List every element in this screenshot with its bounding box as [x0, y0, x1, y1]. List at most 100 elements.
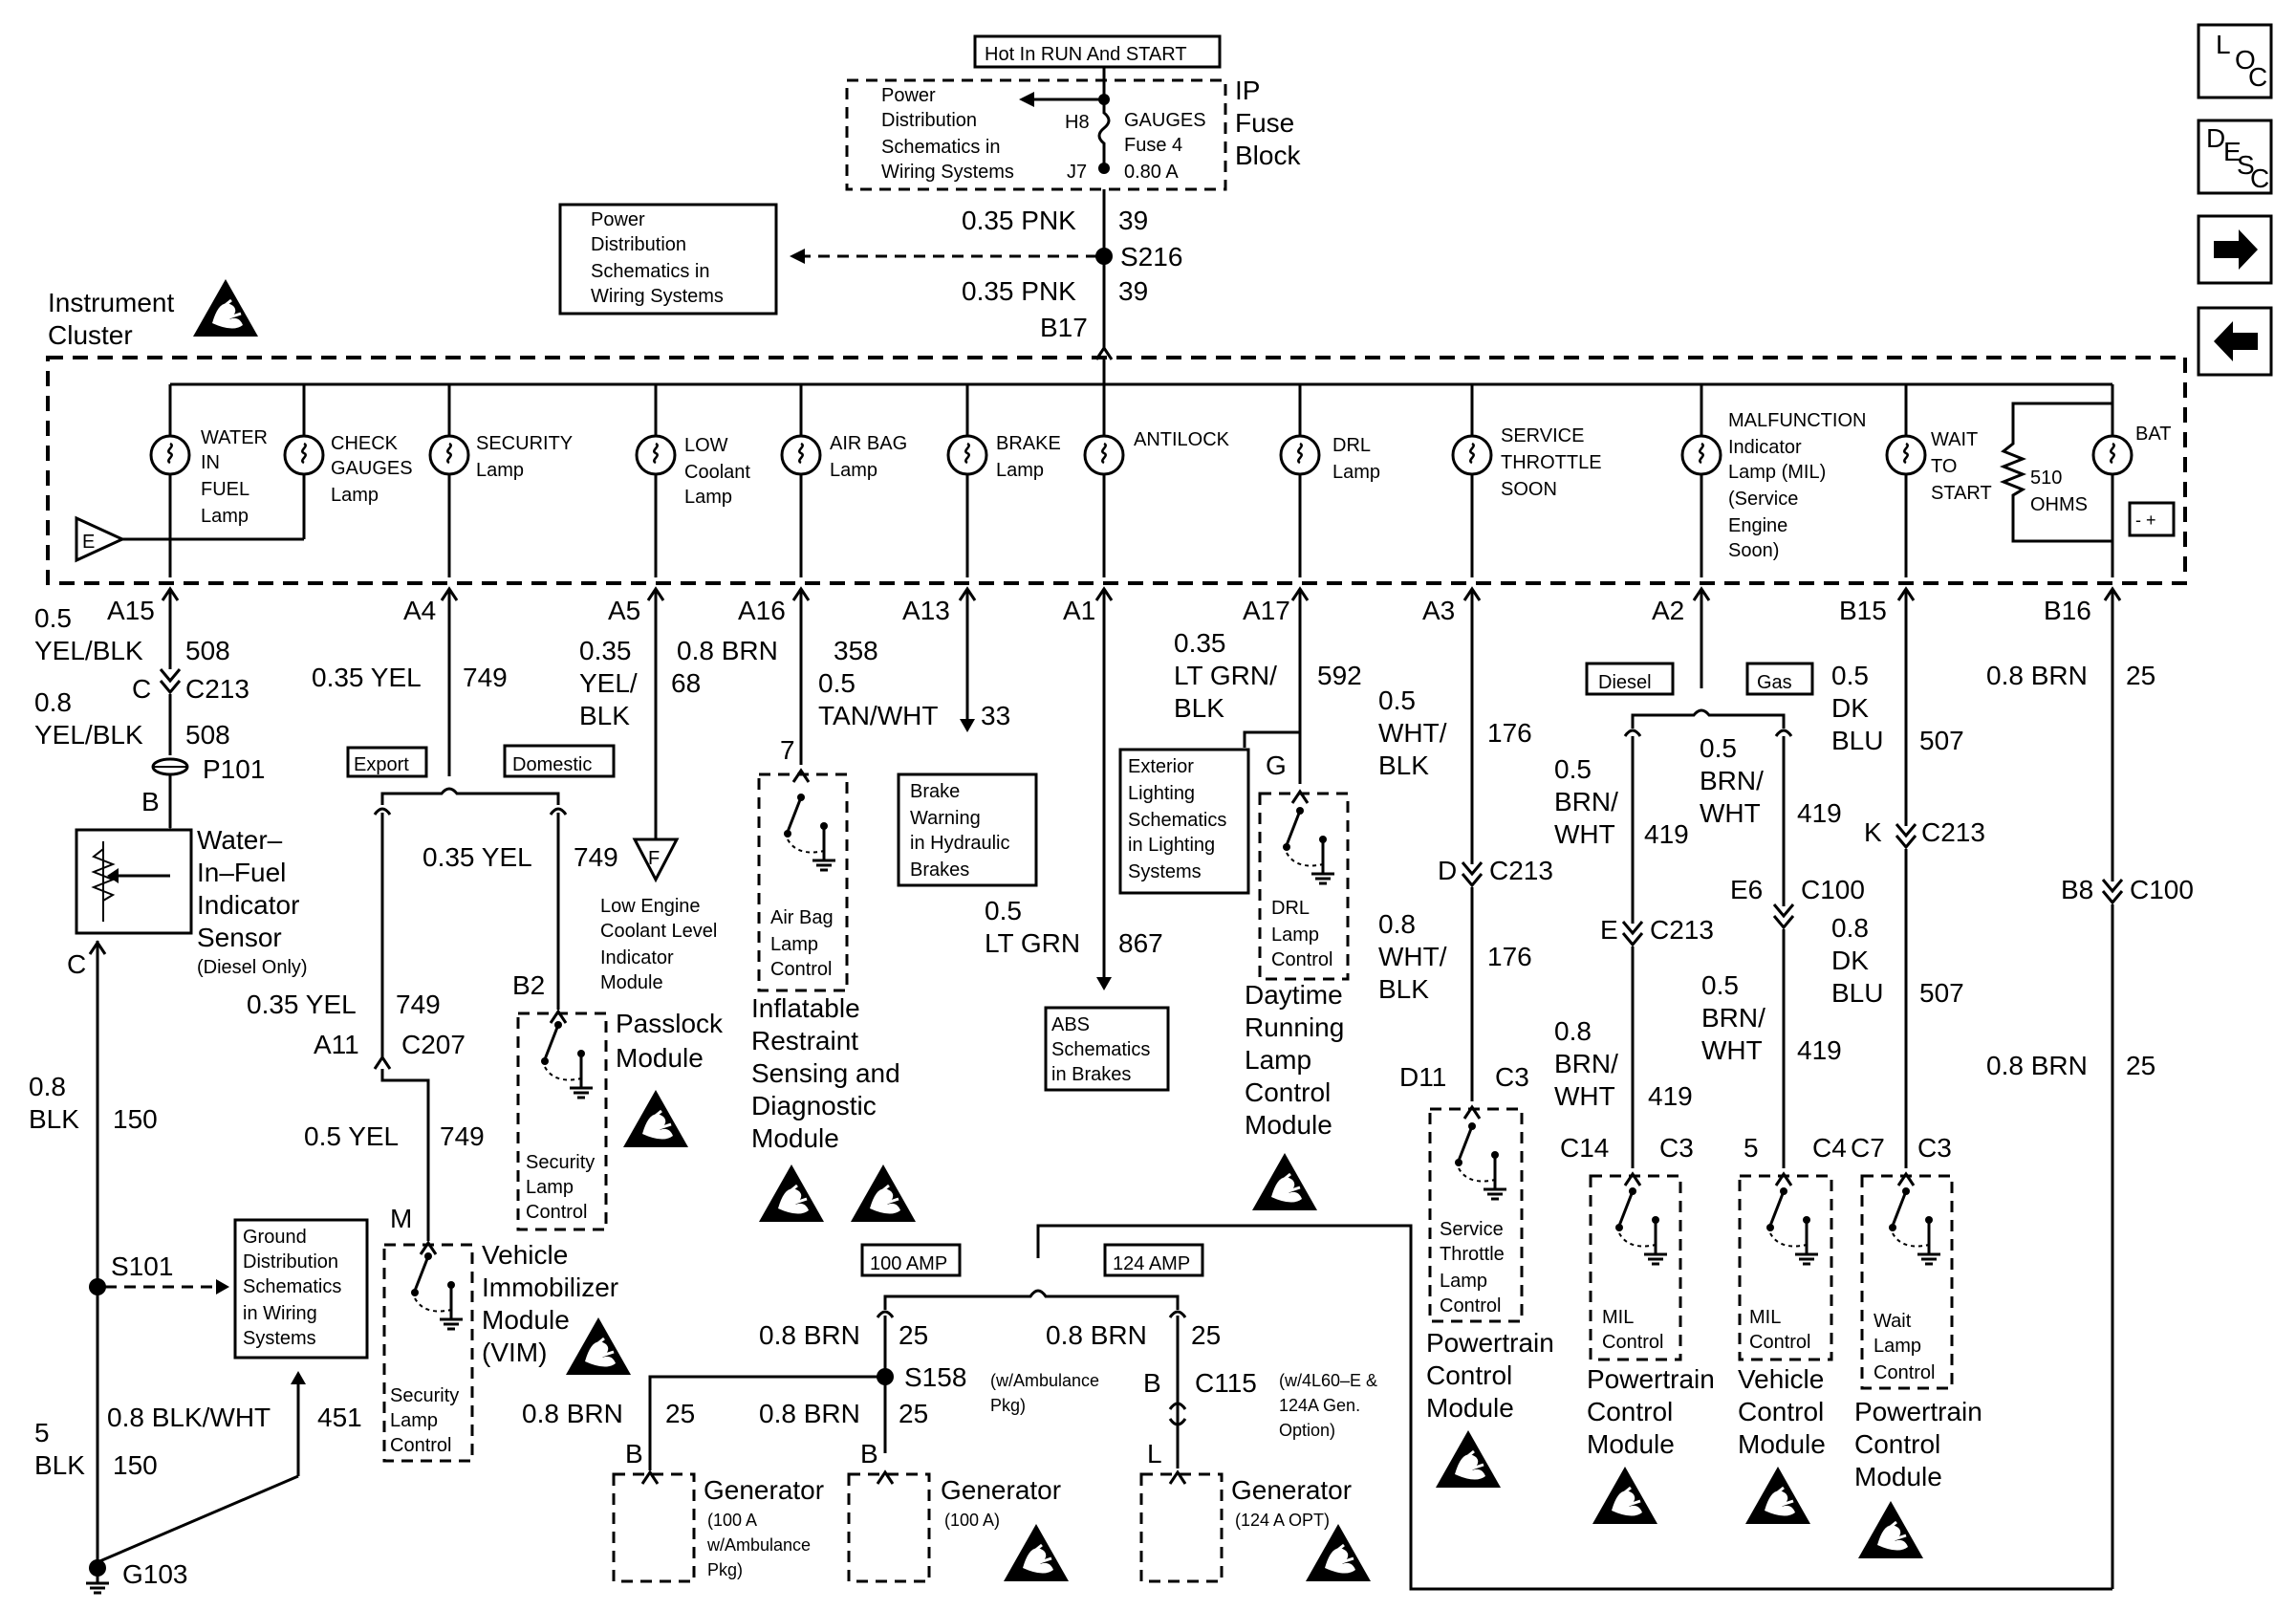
wire-0-8-yel-blk: 0.8 YEL/BLK: [34, 687, 143, 750]
circuit-176-a: 176: [1487, 718, 1532, 748]
svg-text:in Hydraulic: in Hydraulic: [910, 833, 1009, 854]
esd-warning-icon: [1304, 1522, 1373, 1583]
svg-text:Module: Module: [1426, 1393, 1514, 1423]
lamp-service-throttle-soon: SERVICE THROTTLE SOON: [1451, 384, 1602, 577]
svg-text:0.5: 0.5: [1378, 685, 1416, 715]
svg-text:Schematics: Schematics: [1051, 1039, 1150, 1060]
svg-text:Generator: Generator: [1231, 1475, 1352, 1505]
svg-text:Module: Module: [600, 972, 663, 993]
loc-letter-l: L: [2216, 30, 2231, 59]
svg-text:Lamp: Lamp: [770, 934, 818, 955]
drl-module-label: Daytime Running Lamp Control Module: [1245, 980, 1344, 1140]
pin-5: 5: [1744, 1133, 1759, 1163]
hot-in-run-label: Hot In RUN And START: [973, 34, 1222, 69]
lamp-drl: DRL Lamp: [1279, 384, 1380, 577]
circuit-507-b: 507: [1919, 978, 1964, 1008]
generator-2: [847, 1472, 931, 1583]
circuit-749-a: 749: [463, 663, 508, 692]
svg-text:GAUGES: GAUGES: [1124, 110, 1206, 131]
circuit-508-a: 508: [185, 636, 230, 665]
pin-c14: C14: [1560, 1133, 1609, 1163]
connector-c213: [1895, 822, 1917, 849]
svg-text:w/Ambulance: w/Ambulance: [706, 1535, 811, 1555]
connector-c213-mil: C213: [1650, 915, 1714, 945]
circuit-25-bat-b: 25: [2126, 1051, 2155, 1080]
circuit-358: 358: [834, 636, 878, 665]
lamp-security: SECURITY Lamp: [428, 384, 573, 577]
svg-text:Vehicle: Vehicle: [1738, 1364, 1824, 1394]
loc-button[interactable]: L O C: [2197, 23, 2273, 99]
svg-text:Exterior: Exterior: [1128, 756, 1194, 777]
connector-c3-throttle: C3: [1495, 1062, 1529, 1092]
svg-text:Fuse 4: Fuse 4: [1124, 135, 1182, 156]
wire-0-8-brn-wht-diesel: 0.8 BRN/ WHT: [1554, 1016, 1618, 1111]
circuit-25-gen-r: 25: [1191, 1320, 1221, 1350]
svg-text:Cluster: Cluster: [48, 320, 133, 350]
generator-1-label: Generator (100 A w/Ambulance Pkg): [704, 1475, 824, 1579]
circuit-150-a: 150: [113, 1104, 158, 1134]
svg-text:BLK: BLK: [579, 701, 630, 730]
svg-text:THROTTLE: THROTTLE: [1501, 452, 1602, 473]
svg-text:in Brakes: in Brakes: [1051, 1064, 1131, 1085]
svg-text:Control: Control: [390, 1435, 451, 1456]
svg-text:(124 A OPT): (124 A OPT): [1235, 1511, 1330, 1530]
svg-text:Distribution: Distribution: [881, 110, 977, 131]
connector-c213: [1621, 920, 1644, 946]
ground-dist-ref: Ground Distribution Schematics in Wiring…: [233, 1218, 369, 1360]
svg-text:WHT: WHT: [1554, 819, 1615, 849]
wire-0-35-yel-export: 0.35 YEL: [247, 990, 357, 1019]
svg-text:WHT: WHT: [1554, 1081, 1615, 1111]
svg-text:Lamp: Lamp: [331, 485, 379, 506]
wire-0-5-brn-wht-gas-b: 0.5 BRN/ WHT: [1701, 970, 1765, 1065]
svg-text:(Diesel Only): (Diesel Only): [197, 957, 308, 978]
svg-text:WAIT: WAIT: [1931, 429, 1978, 450]
svg-text:Module: Module: [1738, 1429, 1826, 1459]
svg-text:Control: Control: [1587, 1397, 1673, 1426]
pin-b-sensor: B: [141, 787, 160, 816]
generator-1: [612, 1472, 696, 1583]
svg-text:WHT/: WHT/: [1378, 718, 1447, 748]
svg-text:YEL/BLK: YEL/BLK: [34, 636, 143, 665]
svg-text:Lamp: Lamp: [684, 487, 732, 508]
svg-text:Schematics: Schematics: [243, 1276, 341, 1297]
circuit-419-diesel-b: 419: [1648, 1081, 1693, 1111]
svg-text:Schematics: Schematics: [1128, 810, 1226, 831]
wire-0-5-tan-wht: 0.5 TAN/WHT: [818, 668, 938, 730]
esd-warning-icon: [191, 277, 260, 338]
exterior-lighting-ref: Exterior Lighting Schematics in Lighting…: [1118, 748, 1250, 895]
svg-text:START: START: [1931, 483, 1992, 504]
vim-module-label: Vehicle Immobilizer Module (VIM): [482, 1240, 618, 1367]
desc-button[interactable]: D E S C: [2197, 119, 2273, 195]
s158-note: (w/Ambulance Pkg): [990, 1371, 1099, 1415]
next-button[interactable]: [2197, 214, 2273, 285]
svg-text:DRL: DRL: [1271, 898, 1310, 919]
pin-b-c115: B: [1143, 1368, 1161, 1398]
wire-0-5-yel: 0.5 YEL: [304, 1121, 399, 1151]
circuit-68: 68: [671, 668, 701, 698]
connector-c4: C4: [1812, 1133, 1847, 1163]
svg-text:FUEL: FUEL: [201, 479, 249, 500]
air-bag-lamp-control: Air Bag Lamp Control: [757, 772, 849, 992]
svg-text:Lamp: Lamp: [1245, 1045, 1311, 1075]
svg-text:IP: IP: [1235, 76, 1260, 105]
svg-text:AIR BAG: AIR BAG: [830, 433, 907, 454]
wire-5-blk: 5 BLK: [34, 1418, 85, 1480]
pin-a4: A4: [403, 596, 436, 625]
svg-text:YEL/: YEL/: [579, 668, 638, 698]
pin-b17: B17: [1040, 313, 1088, 342]
svg-text:Coolant Level: Coolant Level: [600, 921, 717, 942]
connector-c213-label: C213: [185, 674, 249, 704]
circuit-419-gas-b: 419: [1797, 1035, 1842, 1065]
svg-text:Coolant: Coolant: [684, 462, 750, 483]
svg-text:DK: DK: [1831, 946, 1869, 975]
connector-c213-throttle: C213: [1489, 856, 1553, 885]
connector-c100: [2101, 878, 2124, 904]
prev-button[interactable]: [2197, 306, 2273, 377]
instrument-cluster-box: [46, 356, 2187, 585]
svg-text:GAUGES: GAUGES: [331, 458, 413, 479]
svg-text:LOW: LOW: [684, 435, 728, 456]
pin-b16: B16: [2044, 596, 2091, 625]
svg-text:Lamp (MIL): Lamp (MIL): [1728, 462, 1826, 483]
svg-text:F: F: [648, 848, 660, 869]
bulb-icon: [1680, 434, 1722, 476]
